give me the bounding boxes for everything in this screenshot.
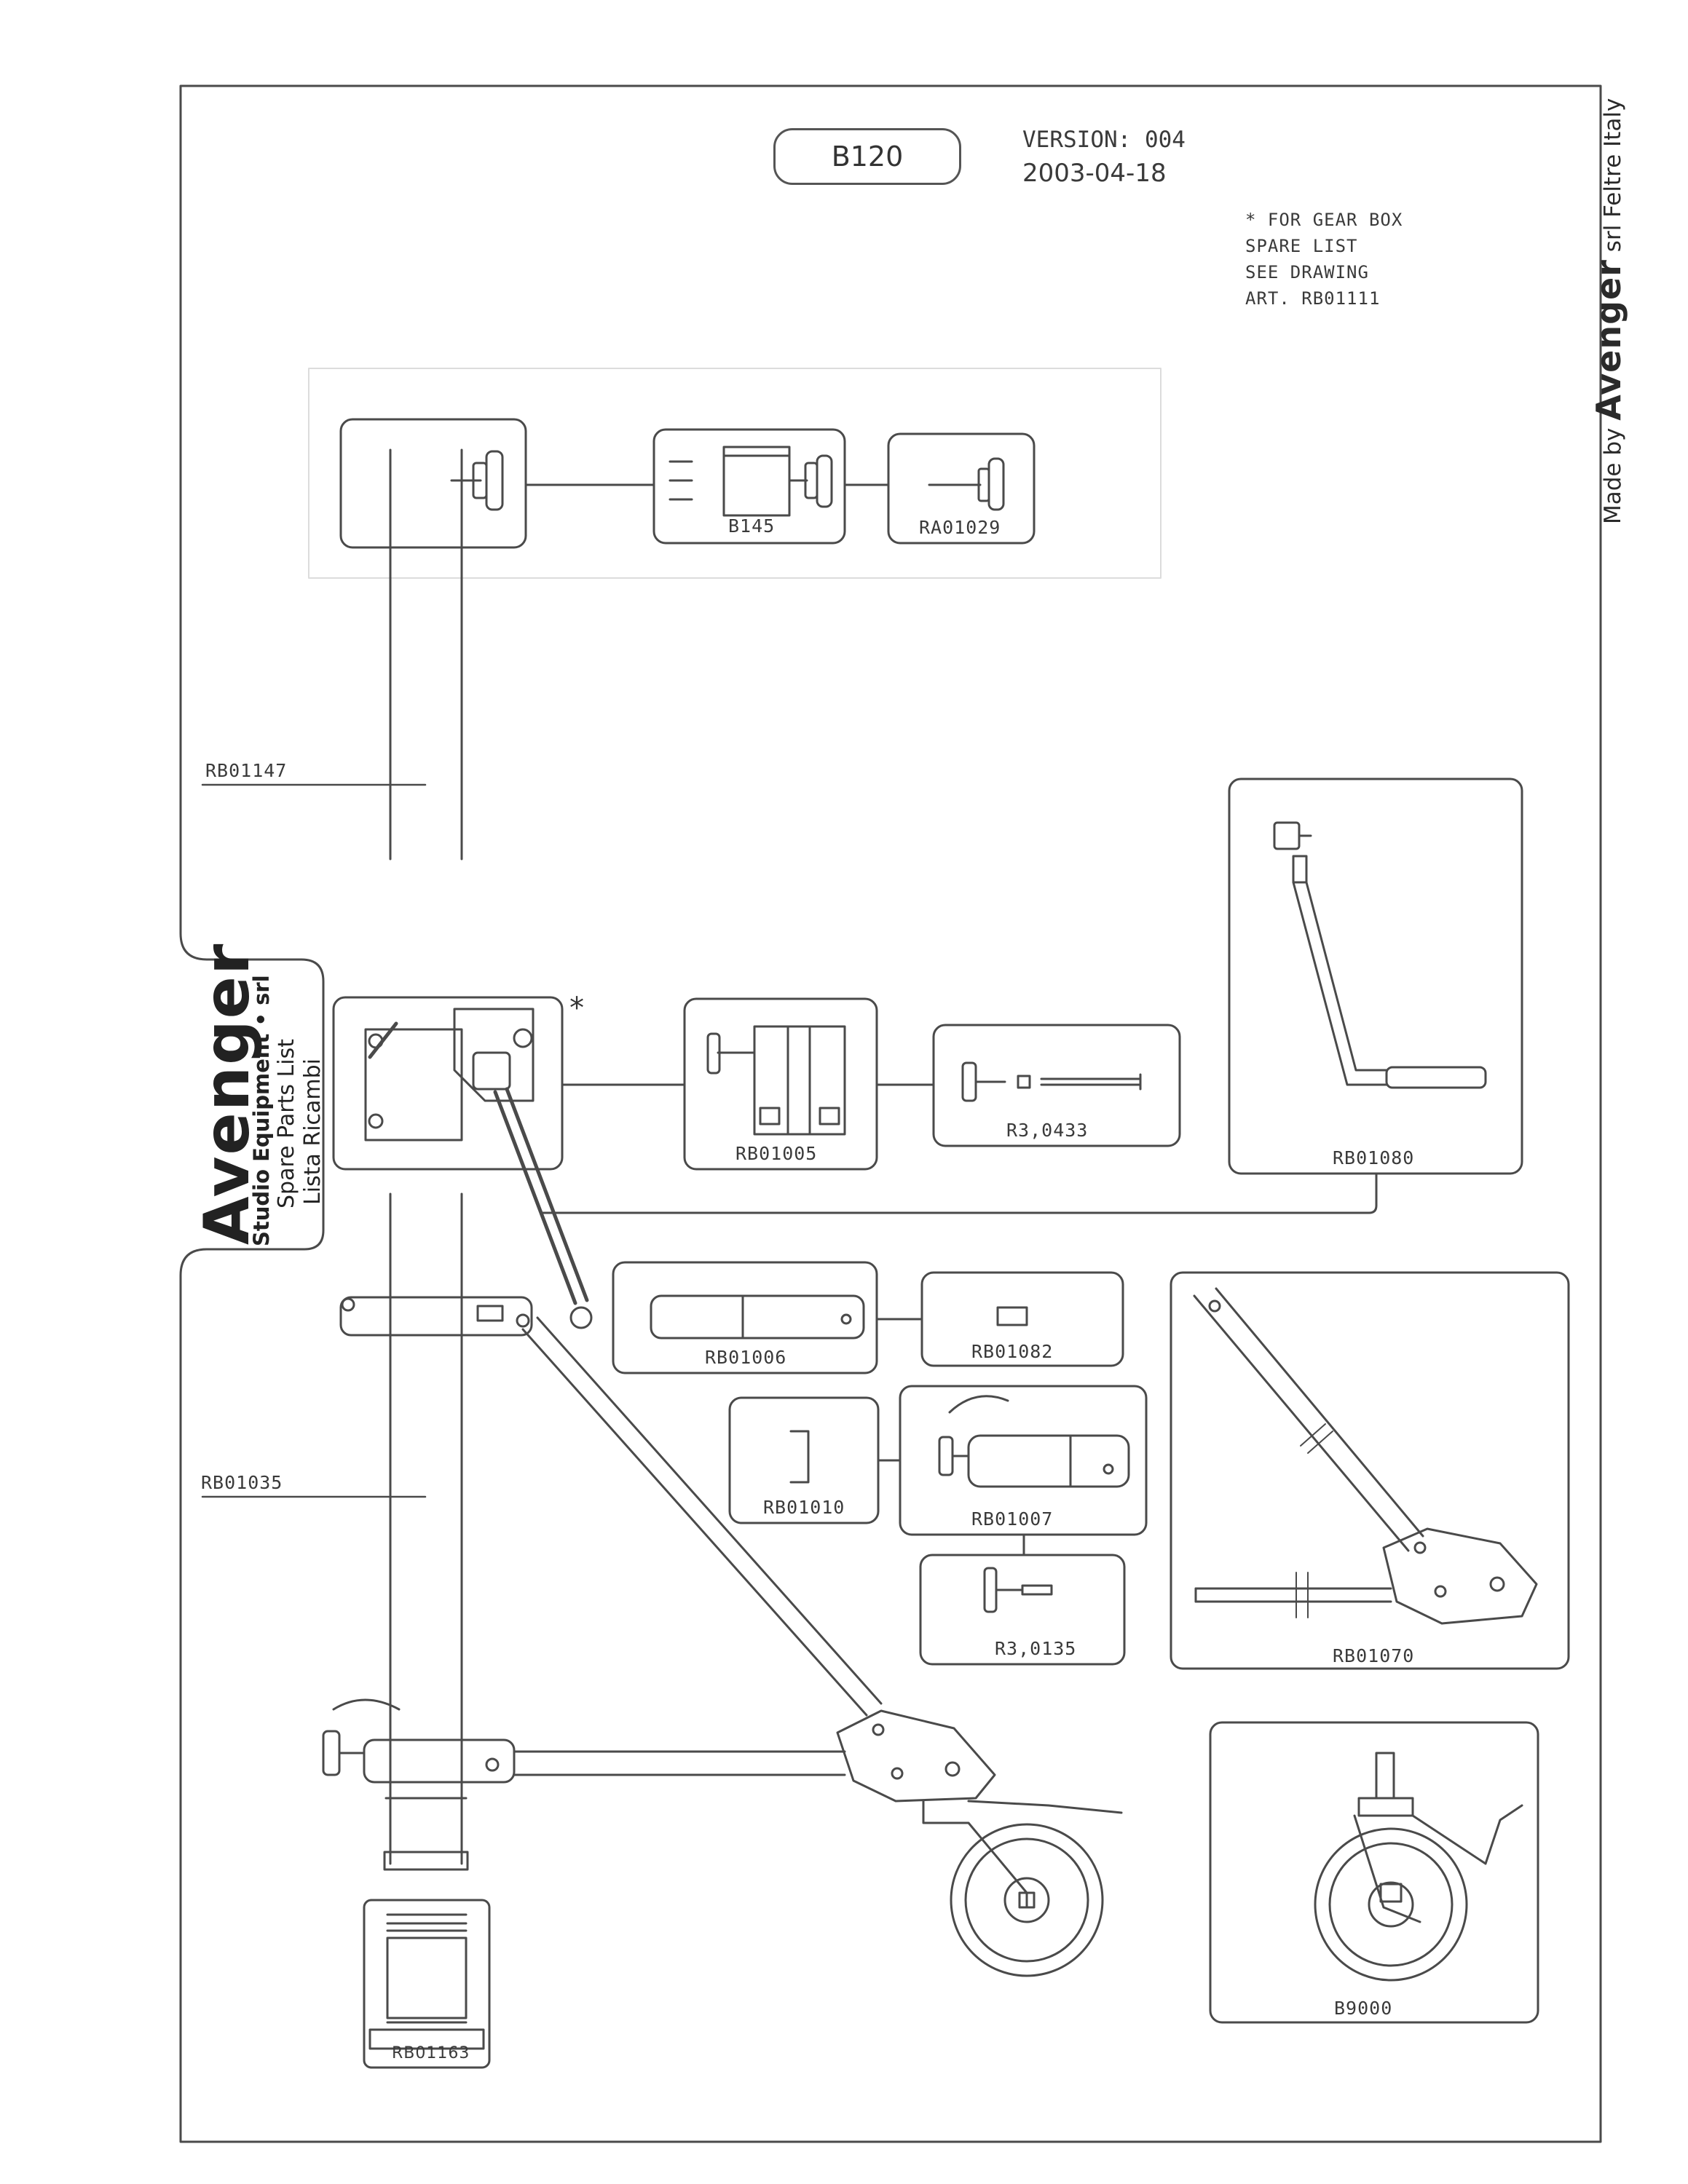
label-b9000: B9000: [1334, 1998, 1393, 2019]
model-badge: B120: [773, 128, 961, 185]
rb01005-drawing: [706, 1025, 846, 1136]
main-caster-drawing: [836, 1709, 1123, 1977]
upper-bracket-drawing: [339, 1296, 533, 1337]
r3-0433-drawing: [961, 1061, 1142, 1102]
callout-rb01035: RB01035: [201, 1472, 283, 1493]
rb01163-drawing: [368, 1913, 485, 2050]
manufacturer-brand: Avenger: [1589, 259, 1628, 421]
label-b145: B145: [728, 515, 776, 537]
manufacturer-line: Made by Avenger srl Feltre Italy: [1589, 98, 1628, 524]
gearbox-note-line-2: SPARE LIST: [1245, 236, 1358, 256]
b145-drawing: [669, 446, 833, 517]
b9000-box: [1209, 1721, 1539, 2024]
rb01082-drawing: [996, 1306, 1028, 1326]
brand-lista-ricambi: Lista Ricambi: [300, 1058, 326, 1205]
brand-subtitle: Studio Equipment • srl: [249, 975, 274, 1246]
rb01006-box: [612, 1261, 878, 1374]
label-rb01070: RB01070: [1333, 1645, 1415, 1666]
gearbox-box: [332, 996, 564, 1171]
ra01029-box: [887, 432, 1036, 545]
rb01007-drawing: [938, 1395, 1130, 1488]
b145-box: [652, 428, 846, 545]
made-by-prefix: Made by: [1600, 427, 1626, 524]
rb01005-box: [683, 997, 878, 1171]
version-label: VERSION: 004: [1022, 127, 1186, 153]
rb01080-drawing: [1273, 821, 1487, 1089]
label-rb01005: RB01005: [735, 1143, 818, 1164]
rb01070-drawing: [1193, 1287, 1538, 1625]
rb01163-box: [363, 1899, 491, 2069]
main-column: [383, 448, 469, 1871]
label-rb01080: RB01080: [1333, 1147, 1415, 1168]
rb01082-box: [920, 1271, 1124, 1367]
label-r3-0433: R3,0433: [1006, 1120, 1089, 1141]
label-rb01082: RB01082: [971, 1341, 1054, 1362]
strut-line-a: [521, 1328, 868, 1717]
manufacturer-suffix: srl Feltre Italy: [1600, 98, 1626, 253]
top-row-background: [308, 368, 1162, 579]
r3-0135-drawing: [983, 1567, 1053, 1613]
rb01080-box: [1228, 778, 1523, 1175]
strut-line-b: [536, 1316, 883, 1705]
gearbox-drawing: [364, 1008, 593, 1329]
label-rb01010: RB01010: [763, 1497, 845, 1518]
gearbox-asterisk: *: [568, 992, 586, 1025]
b9000-drawing: [1314, 1752, 1523, 1982]
rb01010-drawing: [789, 1430, 810, 1484]
label-r3-0135: R3,0135: [995, 1638, 1077, 1659]
label-rb01007: RB01007: [971, 1508, 1054, 1530]
crank-leader: [540, 1172, 1378, 1214]
label-ra01029: RA01029: [919, 517, 1001, 538]
rb01070-box: [1170, 1271, 1570, 1670]
label-rb01163: RB01163: [392, 2044, 470, 2062]
ra01029-drawing: [928, 457, 1005, 511]
r3-0433-box: [932, 1024, 1181, 1147]
gearbox-note-line-4: ART. RB01111: [1245, 288, 1381, 309]
version-date: 2003-04-18: [1022, 159, 1167, 188]
label-rb01006: RB01006: [705, 1347, 787, 1368]
rb01006-drawing: [650, 1294, 865, 1340]
top-clamp-drawing: [450, 450, 504, 511]
sheet-frame: [179, 84, 1602, 2143]
lower-bracket-drawing: [322, 1698, 846, 1784]
brand-spare-parts: Spare Parts List: [274, 1039, 299, 1208]
callout-rb01147: RB01147: [205, 760, 288, 781]
r3-0135-box: [919, 1554, 1126, 1666]
gearbox-note-line-1: * FOR GEAR BOX: [1245, 210, 1403, 230]
top-head-box: [339, 418, 527, 549]
gearbox-note-line-3: SEE DRAWING: [1245, 262, 1369, 282]
